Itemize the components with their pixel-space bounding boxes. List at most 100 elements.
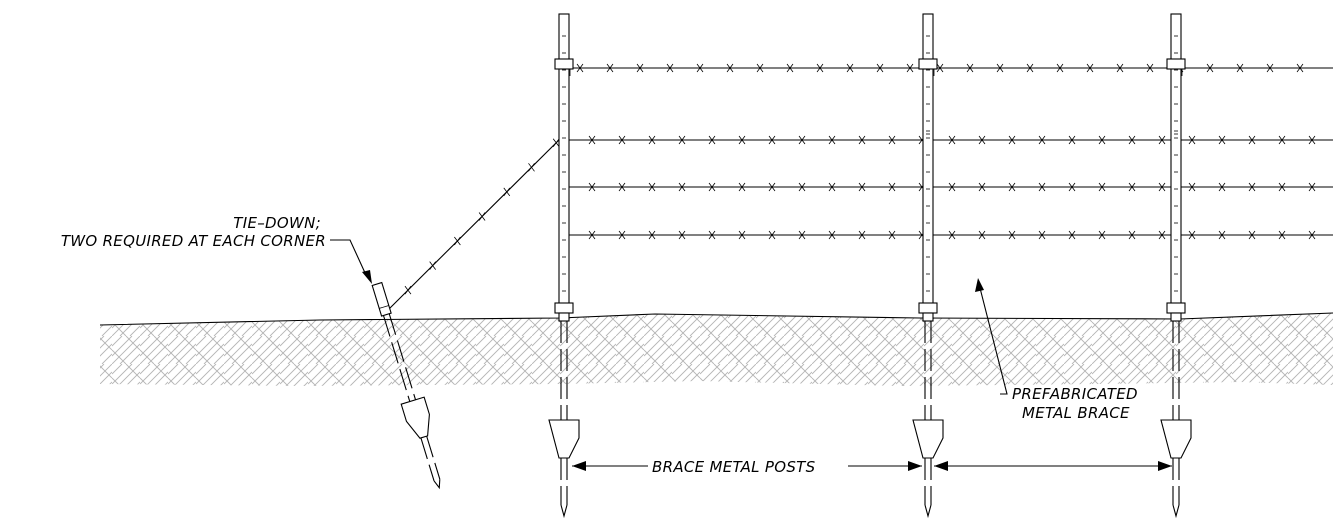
- wire-barb: [576, 63, 584, 73]
- wire-barb: [1308, 230, 1316, 240]
- wire-barb: [708, 182, 716, 192]
- metal-posts: [548, 13, 1192, 519]
- tie-down-anchor: [371, 281, 441, 490]
- wire-barb: [906, 63, 914, 73]
- wire-barb: [1296, 63, 1304, 73]
- wire-barb: [1248, 182, 1256, 192]
- wire-barb: [648, 135, 656, 145]
- wire-barb: [1068, 135, 1076, 145]
- wire-barb: [1098, 182, 1106, 192]
- wire-barb: [738, 230, 746, 240]
- wire-barb: [1026, 63, 1034, 73]
- wire-barb: [1188, 182, 1196, 192]
- metal-post: [912, 13, 944, 519]
- wire-barb: [948, 135, 956, 145]
- wire-barb: [429, 261, 436, 270]
- wire-barb: [1098, 135, 1106, 145]
- posts-dimension-label: BRACE METAL POSTS: [652, 458, 816, 476]
- wire-barb: [1308, 135, 1316, 145]
- tie-down-leader-arrowhead: [362, 270, 372, 284]
- wire-barb: [404, 285, 412, 295]
- tie-down-label-line2: TWO REQUIRED AT EACH CORNER: [61, 232, 326, 250]
- wire-barb: [1236, 63, 1244, 73]
- wire-barb: [858, 182, 866, 192]
- wire-barb: [1308, 182, 1316, 192]
- wire-barb: [1248, 230, 1256, 240]
- wire-barb: [1068, 182, 1076, 192]
- wire-barb: [768, 230, 776, 240]
- wire-barb: [846, 63, 854, 73]
- wire-barb: [1158, 135, 1166, 145]
- wire-barb: [948, 182, 956, 192]
- wire-barb: [1038, 135, 1046, 145]
- wire-barb: [738, 182, 746, 192]
- wire-barb: [888, 182, 896, 192]
- wire-barb: [1146, 63, 1154, 73]
- wire-barb: [1158, 230, 1166, 240]
- wire-barb: [678, 182, 686, 192]
- wire-barb: [588, 135, 596, 145]
- posts-dimension: [572, 461, 1172, 471]
- wire-barb: [726, 63, 734, 73]
- wire-barb: [1008, 182, 1016, 192]
- soil-hatch: [100, 313, 1333, 386]
- wire-barb: [1128, 230, 1136, 240]
- wire-barb: [858, 135, 866, 145]
- wire-barb: [876, 63, 884, 73]
- wire-barb: [996, 63, 1004, 73]
- wire-barb: [606, 63, 614, 73]
- wire-barb: [636, 63, 644, 73]
- wire-barb: [618, 230, 626, 240]
- wire-barb: [1188, 135, 1196, 145]
- wire-barb: [1266, 63, 1274, 73]
- wire-barb: [1218, 230, 1226, 240]
- wire-barb: [786, 63, 794, 73]
- tie-down-leader: [330, 239, 367, 276]
- wire-barb: [696, 63, 704, 73]
- wire-barb: [768, 135, 776, 145]
- wire-barb: [588, 182, 596, 192]
- wire-barb: [858, 230, 866, 240]
- wire-barb: [1008, 135, 1016, 145]
- wire-barb: [1086, 63, 1094, 73]
- wire-barb: [1206, 63, 1214, 73]
- wire-barb: [1218, 135, 1226, 145]
- wire-barb: [1056, 63, 1064, 73]
- tie-down-label-line1: TIE–DOWN;: [233, 214, 321, 232]
- wire-barb: [503, 187, 511, 197]
- wire-barb: [798, 230, 806, 240]
- metal-post: [548, 13, 580, 519]
- wire-barb: [738, 135, 746, 145]
- wire-barb: [678, 135, 686, 145]
- wire-barb: [528, 163, 535, 172]
- wire-barb: [1116, 63, 1124, 73]
- barbed-wire-strands: [568, 63, 1333, 240]
- wire-barb: [828, 182, 836, 192]
- wire-barb: [1278, 230, 1286, 240]
- wire-barb: [1038, 230, 1046, 240]
- wire-barb: [1218, 182, 1226, 192]
- wire-barb: [618, 135, 626, 145]
- wire-barb: [888, 230, 896, 240]
- brace-leader-arrowhead: [975, 278, 984, 292]
- wire-barb: [1278, 135, 1286, 145]
- wire-barb: [1128, 135, 1136, 145]
- wire-barb: [978, 230, 986, 240]
- wire-barb: [678, 230, 686, 240]
- brace-label-line2: METAL BRACE: [1022, 404, 1130, 422]
- wire-barb: [618, 182, 626, 192]
- wire-barb: [648, 230, 656, 240]
- brace-leader: [979, 287, 1008, 395]
- wire-barb: [888, 135, 896, 145]
- wire-barb: [1188, 230, 1196, 240]
- wire-barb: [756, 63, 764, 73]
- wire-barb: [1128, 182, 1136, 192]
- wire-barb: [936, 63, 944, 73]
- wire-barb: [648, 182, 656, 192]
- wire-barb: [666, 63, 674, 73]
- wire-barb: [978, 135, 986, 145]
- wire-barb: [1278, 182, 1286, 192]
- wire-barb: [1008, 230, 1016, 240]
- metal-post: [1160, 13, 1192, 519]
